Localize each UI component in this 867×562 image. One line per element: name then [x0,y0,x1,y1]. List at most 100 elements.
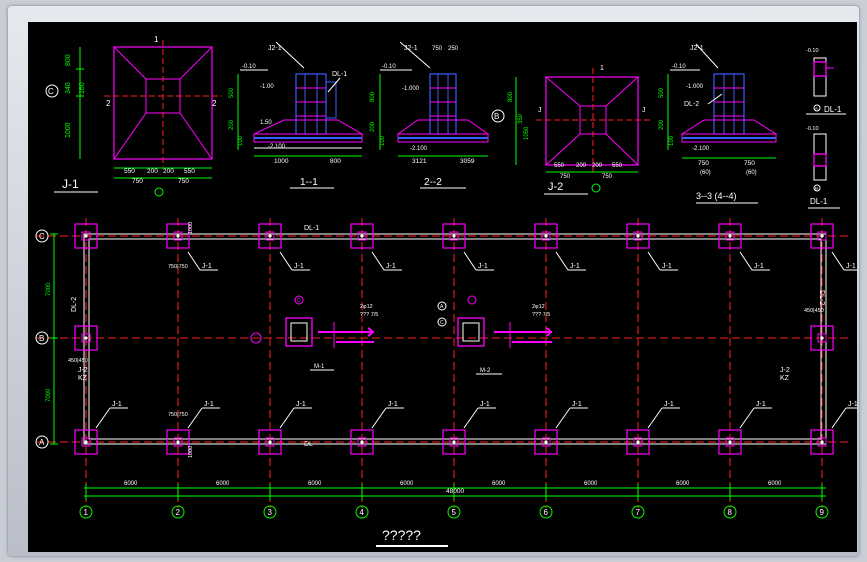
detail-dl1: -0.10 A DL-1 -0.10 B DL-1 [806,48,846,209]
s11-tag-right: DL-1 [332,71,347,78]
axis-label-9: 9 [820,508,825,517]
column [541,437,551,447]
footing-tag-bottom: J-1 [664,401,674,408]
leader [555,251,569,271]
section-2-2: J2-1 750 250 -0.10 -1.000 -2.100 800 200… [370,41,490,189]
s11-dim-side-1: 500 [229,87,235,98]
span-dim-7: 6000 [676,481,690,487]
axis-bubble-4 [355,505,369,519]
axis-bubble-B [35,331,49,345]
column-center [820,234,824,238]
footing [534,429,558,455]
s33-dim-sub-1: (60) [700,170,711,176]
leader [647,251,661,271]
leader [831,251,845,271]
j2-dim-total-1: 750 [560,174,571,180]
column [449,231,459,241]
column-center [544,440,548,444]
s33-elev-2: -1.000 [686,84,704,90]
plan-total-dim: 48000 [446,488,464,495]
column-center [820,440,824,444]
footing [166,223,190,249]
s33-dim-side-3: 100 [669,135,675,146]
column-center [176,440,180,444]
s22-tag-top: J2-1 [404,45,418,52]
j2-section-mark: 1 [600,65,604,72]
j2-dim-top-1: 550 [554,163,565,169]
leader [95,407,111,429]
s11-elev-1: -0.10 [242,64,256,70]
column-center [268,440,272,444]
footing [258,223,282,249]
axis-label-C: C [39,232,45,241]
column-center [636,440,640,444]
axis-label-2: 2 [176,508,181,517]
plan-side-dim-2: 7000 [46,388,52,402]
span-dim-5: 6000 [492,481,506,487]
footing [166,429,190,455]
footing [74,223,98,249]
s33-label: 3--3 (4--4) [696,191,737,201]
axis-bubble-C [35,229,49,243]
j1-label: J-1 [62,177,79,191]
j1-dim-side-1: 800 [65,54,72,66]
footing-tag-bottom: J-1 [848,401,857,408]
axis-bubble-8 [723,505,737,519]
j2-label: J-2 [548,181,563,193]
j2-dim-top-2: 200 [576,163,587,169]
j1-dim-top-1: 550 [124,168,135,175]
s33-dim-side-1: 500 [659,87,665,98]
span-dim-3: 6000 [308,481,322,487]
column [725,231,735,241]
j1-dim-total-2: 750 [178,178,189,185]
footing [442,223,466,249]
leader [371,407,387,429]
column [81,437,91,447]
leader [187,251,201,271]
dl1-mark-a: A [815,106,818,111]
column-center [360,440,364,444]
s11-elev-2: -1.00 [260,84,274,90]
axis-bubble-5 [447,505,461,519]
s11-dim-side-2: 200 [229,119,235,130]
column [817,437,827,447]
axis-label-B: B [39,334,44,343]
column-center [268,234,272,238]
leader [739,251,753,271]
footing-tag-top: J-1 [386,263,396,270]
dl1-dim-2: -0.10 [806,126,819,132]
leader [371,251,385,271]
s11-dim-side-3: 100 [238,135,244,146]
axis-label-3: 3 [268,508,273,517]
column [633,231,643,241]
m2-mark-2: C [440,320,444,326]
footing-tag-bottom: J-1 [756,401,766,408]
m1-mark-1: D [297,298,301,304]
m1-label: M-1 [314,364,325,370]
footing-tag-top: J-1 [846,263,856,270]
s11-elev-3: 1.50 [260,120,272,126]
detail-j1: 1 2 2 C 800 340 160 1000 550 200 200 550… [45,35,222,197]
s22-dim-bottom-2: 3059 [460,158,475,165]
leader [463,251,477,271]
m2-label: M-2 [480,368,491,374]
s33-dim-bottom-1: 750 [698,160,709,167]
s33-dim-sub-2: (60) [746,170,757,176]
s33-tag-right: DL-2 [684,101,699,108]
leader [739,407,755,429]
footing-tag-top: J-1 [570,263,580,270]
leader [187,407,203,429]
s22-elev-3: -2.100 [410,146,428,152]
s11-elev-4: -2.100 [268,144,286,150]
plan-beam-bottom: DL [304,441,313,448]
s22-dim-bottom-1: 3121 [412,158,427,165]
axis-label-4: 4 [360,508,365,517]
dl1-dim-1: -0.10 [806,48,819,54]
span-dim-1: 6000 [124,481,138,487]
footing [718,429,742,455]
span-dim-8: 6000 [768,481,782,487]
footing [74,429,98,455]
j2-dim-total-2: 750 [602,174,613,180]
footing [534,223,558,249]
detail-m2: A C 2φ12 ??? 7/5 M-2 [437,295,552,375]
